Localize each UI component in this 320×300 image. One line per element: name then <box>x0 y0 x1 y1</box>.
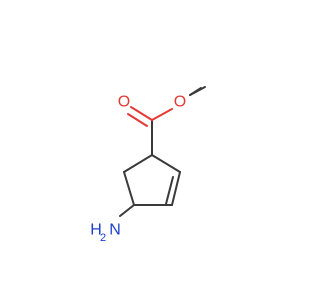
amino-hydrogen-count: 2 <box>100 232 106 244</box>
structure-diagram: O O H 2 N <box>90 86 206 244</box>
bond-carbonyl-ester-o <box>151 108 173 121</box>
bond-c4-c5 <box>123 171 135 206</box>
bond-c1-c2 <box>151 154 181 173</box>
bond-carbonyl-double-a <box>130 106 153 121</box>
bond-carbonyl-double-b <box>127 113 148 127</box>
amino-nitrogen-label: N <box>109 222 121 239</box>
bond-c5-c1 <box>123 154 153 173</box>
bond-c2-c3 <box>171 171 181 206</box>
bond-ester-methyl <box>189 87 202 96</box>
molecule-drawing: O O H 2 N <box>90 86 206 244</box>
bond-c2-c3-double <box>165 176 174 205</box>
bond-c4-nitrogen <box>119 204 135 217</box>
amino-hydrogen-label: H <box>90 222 102 239</box>
ester-oxygen-label: O <box>174 94 186 111</box>
carbonyl-oxygen-label: O <box>118 94 130 111</box>
